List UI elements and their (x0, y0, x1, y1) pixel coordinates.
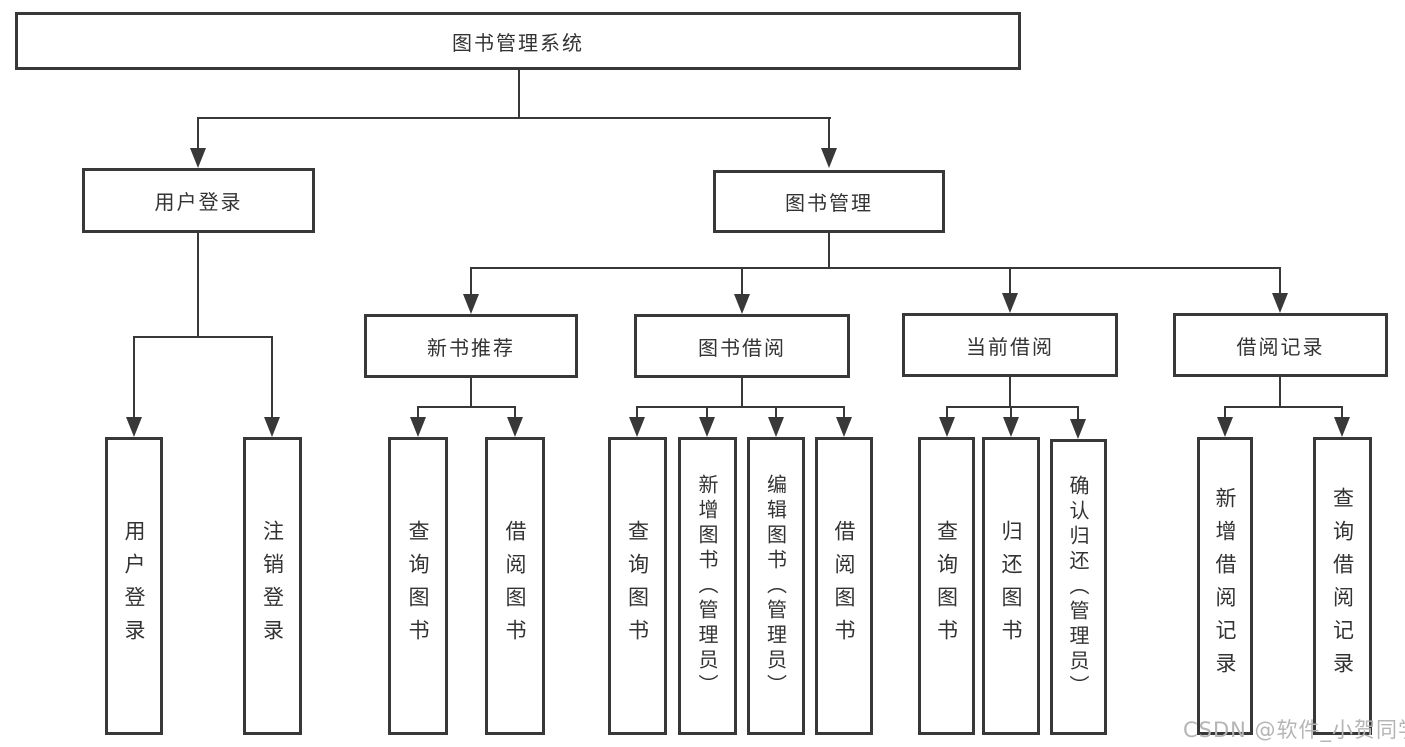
leaf-return-books: 归还图书 (982, 437, 1040, 735)
connector-borrowing-stem (741, 378, 743, 408)
connector-bookmgmt-stem (828, 233, 830, 269)
node-book-borrowing: 图书借阅 (634, 314, 850, 378)
connector-records-branch (1225, 406, 1343, 408)
connector-borrowing-branch (637, 406, 845, 408)
arrow-to-new-book-recommend (463, 267, 479, 314)
arrow-to-current-borrowing (1002, 267, 1018, 313)
connector-current-stem (1009, 377, 1011, 408)
arrow-to-leaf-logout (264, 336, 280, 437)
arrow-newbook-child-1 (410, 406, 426, 437)
arrow-borrowing-child-2 (699, 406, 715, 437)
arrow-records-child-1 (1217, 406, 1233, 437)
watermark: CSDN @软件_小贺同学 (1183, 718, 1405, 742)
arrow-to-borrow-records (1272, 267, 1288, 313)
arrow-borrowing-child-1 (629, 406, 645, 437)
connector-records-stem (1279, 377, 1281, 408)
arrow-borrowing-child-3 (768, 406, 784, 437)
leaf-borrow-books: 借阅图书 (815, 437, 873, 735)
connector-current-branch (947, 406, 1079, 408)
arrow-current-child-3 (1070, 406, 1086, 439)
leaf-logout: 注销登录 (243, 437, 302, 735)
connector-userlogin-stem (197, 233, 199, 338)
connector-root-stem (518, 70, 520, 119)
connector-newbook-branch (418, 406, 516, 408)
node-new-book-recommend: 新书推荐 (364, 314, 578, 378)
leaf-add-books-admin: 新增图书（管理员） (678, 437, 737, 735)
leaf-add-borrow-record: 新增借阅记录 (1197, 437, 1253, 735)
arrow-current-child-2 (1003, 406, 1019, 437)
leaf-edit-books-admin: 编辑图书（管理员） (747, 437, 805, 735)
arrow-current-child-1 (939, 406, 955, 437)
node-book-management: 图书管理 (713, 170, 945, 233)
leaf-confirm-return-admin: 确认归还（管理员） (1050, 439, 1107, 735)
arrow-to-leaf-user-login (126, 336, 142, 437)
arrow-records-child-2 (1334, 406, 1350, 437)
node-borrow-records: 借阅记录 (1173, 313, 1388, 377)
connector-newbook-stem (470, 378, 472, 408)
leaf-query-borrow-record: 查询借阅记录 (1313, 437, 1372, 735)
leaf-user-login: 用户登录 (105, 437, 163, 735)
leaf-query-books: 查询图书 (388, 437, 448, 735)
node-library-management-system: 图书管理系统 (15, 12, 1021, 70)
connector-bookmgmt-branch (471, 267, 1281, 269)
arrow-borrowing-child-4 (836, 406, 852, 437)
connector-userlogin-branch (133, 336, 273, 338)
arrow-to-user-login (190, 117, 206, 168)
node-current-borrowing: 当前借阅 (902, 313, 1118, 377)
leaf-query-books: 查询图书 (608, 437, 667, 735)
leaf-query-books: 查询图书 (918, 437, 975, 735)
node-user-login: 用户登录 (82, 168, 315, 233)
connector-root-branch (197, 117, 831, 119)
leaf-borrow-books: 借阅图书 (485, 437, 545, 735)
arrow-to-book-borrowing (734, 267, 750, 314)
arrow-to-book-management (821, 117, 837, 168)
arrow-newbook-child-2 (507, 406, 523, 437)
